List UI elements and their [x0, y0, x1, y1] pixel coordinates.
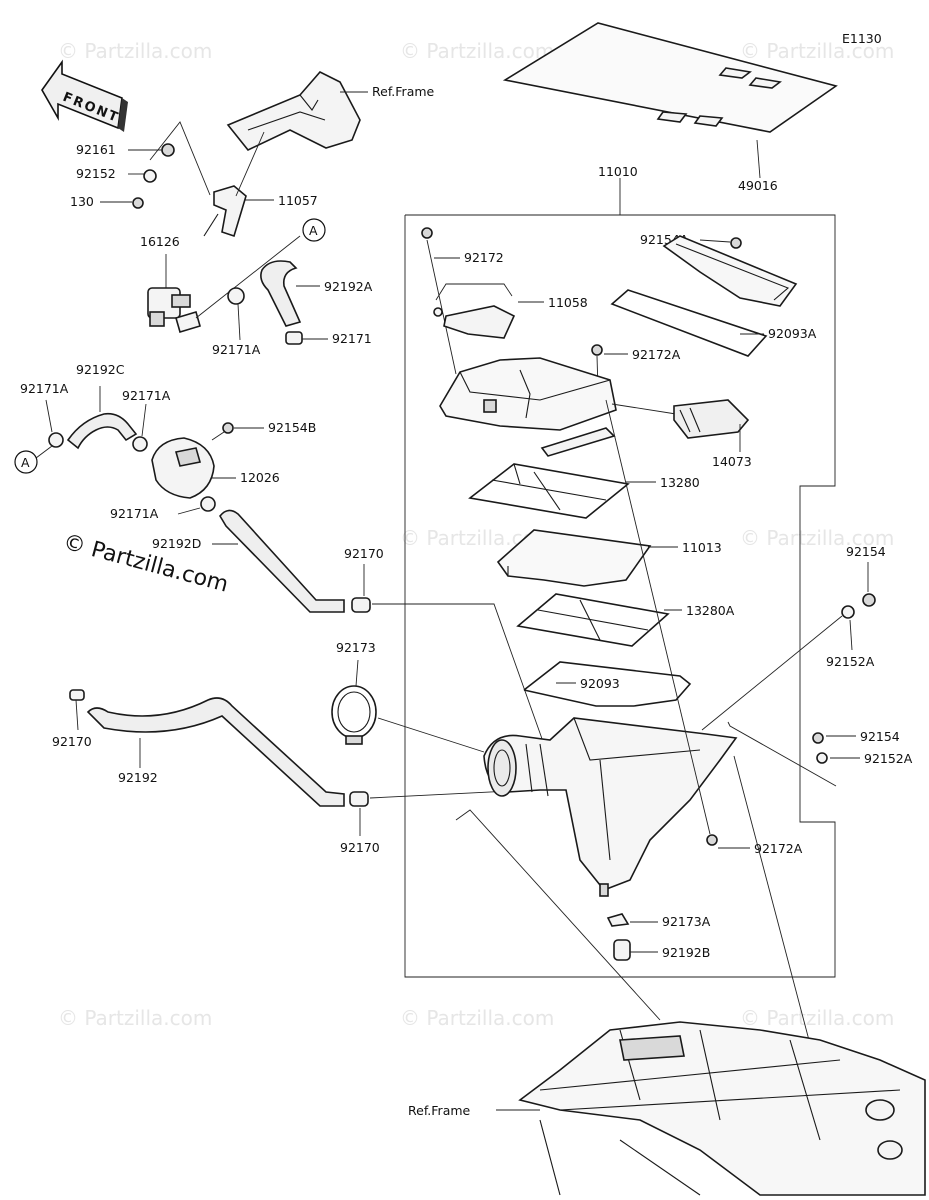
ref-frame-label-bottom: Ref.Frame — [408, 1103, 471, 1118]
airbox-body — [483, 717, 738, 897]
part-label-92154-2: 92154 — [860, 729, 900, 744]
part-label-11010: 11010 — [598, 164, 638, 179]
part-label-92172A-2: 92172A — [754, 841, 803, 856]
copyright-text: © Partzilla.com — [60, 530, 230, 598]
part-label-49016: 49016 — [738, 178, 778, 193]
part-label-92152A-1: 92152A — [826, 654, 875, 669]
part-label-92192C: 92192C — [76, 362, 125, 377]
part-label-92171A-2: 92171A — [20, 381, 69, 396]
diagram-code: E1130 — [842, 31, 882, 46]
part-label-92093: 92093 — [580, 676, 620, 691]
part-label-92152A-2: 92152A — [864, 751, 913, 766]
screw-92172A-lower: 92172A — [605, 399, 803, 856]
clamp-92170-upper: 92170 — [344, 546, 547, 751]
part-label-11057: 11057 — [278, 193, 318, 208]
part-label-16126: 16126 — [140, 234, 180, 249]
band-92173: 92173 — [331, 640, 485, 753]
ref-frame-top: Ref.Frame — [226, 71, 435, 151]
bolt-group-right: 92154 92152A 92154 92152A — [701, 544, 913, 787]
element-13280A: 13280A — [516, 593, 735, 647]
hose-92192A: 92192A — [260, 260, 373, 327]
part-label-92171A-3: 92171A — [122, 388, 171, 403]
bracket-11058: 92172 11058 — [421, 227, 588, 375]
hose-92192C: 92192C 92171A 92171A A — [14, 362, 171, 474]
part-label-92170-2: 92170 — [52, 734, 92, 749]
valve-16126: 16126 A — [140, 218, 326, 333]
part-label-14073: 14073 — [712, 454, 752, 469]
frame-leaders — [455, 755, 811, 1045]
ref-frame-label-top: Ref.Frame — [372, 84, 435, 99]
filter-11013: 11013 — [496, 529, 722, 587]
element-13280: 13280 — [468, 463, 700, 519]
part-label-92171A-4: 92171A — [110, 506, 159, 521]
air-filter-pad-49016: 49016 — [502, 22, 838, 193]
part-label-92154B: 92154B — [268, 420, 316, 435]
part-label-92192: 92192 — [118, 770, 158, 785]
part-label-11013: 11013 — [682, 540, 722, 555]
part-label-92171A-1: 92171A — [212, 342, 261, 357]
clamp-group-top: 92171A 92171 — [212, 287, 372, 357]
watermark: © Partzilla.com — [58, 39, 212, 63]
part-label-92173A: 92173A — [662, 914, 711, 929]
assembly-outline-11010: 11010 — [404, 164, 836, 978]
part-label-12026: 12026 — [240, 470, 280, 485]
gasket-92093A: 92093A — [610, 235, 817, 357]
part-label-130: 130 — [70, 194, 94, 209]
screw-92172A-upper: 92172A — [591, 344, 681, 391]
part-label-13280A: 13280A — [686, 603, 735, 618]
part-label-92161: 92161 — [76, 142, 116, 157]
bolt-hardware-group: 92161 92152 130 — [70, 121, 211, 209]
part-label-92192A: 92192A — [324, 279, 373, 294]
part-label-92173: 92173 — [336, 640, 376, 655]
duct-14073: 14073 — [673, 399, 752, 469]
part-label-92170-1: 92170 — [344, 546, 384, 561]
watermark: © Partzilla.com — [740, 526, 894, 550]
part-label-13280: 13280 — [660, 475, 700, 490]
seal-92093: 92093 — [523, 661, 692, 707]
circle-label-a-left: A — [21, 455, 30, 470]
hose-92192: 92170 92192 92170 — [52, 689, 531, 855]
airbox-cover — [439, 357, 677, 431]
part-label-92172: 92172 — [464, 250, 504, 265]
part-label-92192B: 92192B — [662, 945, 710, 960]
watermark: © Partzilla.com — [400, 39, 554, 63]
circle-label-a-top: A — [309, 223, 318, 238]
part-label-92170-3: 92170 — [340, 840, 380, 855]
part-label-11058: 11058 — [548, 295, 588, 310]
hose-92192D: 92171A 92192D — [110, 496, 345, 613]
part-label-92093A: 92093A — [768, 326, 817, 341]
part-label-92192D: 92192D — [152, 536, 201, 551]
watermark: © Partzilla.com — [740, 1006, 894, 1030]
clamp-92173A: 92173A — [606, 913, 711, 929]
part-label-92154-1: 92154 — [846, 544, 886, 559]
watermark: © Partzilla.com — [740, 39, 894, 63]
watermark: © Partzilla.com — [58, 1006, 212, 1030]
bracket-strip — [540, 427, 616, 457]
valve-12026: 92154B 12026 — [151, 420, 316, 499]
front-arrow: FRONT — [41, 59, 128, 132]
watermarks: © Partzilla.com © Partzilla.com © Partzi… — [58, 39, 894, 1030]
part-label-92171: 92171 — [332, 331, 372, 346]
watermark: © Partzilla.com — [400, 1006, 554, 1030]
part-label-92172A-1: 92172A — [632, 347, 681, 362]
part-label-92152: 92152 — [76, 166, 116, 181]
hose-92192B: 92192B — [613, 939, 710, 961]
bracket-11057: 11057 — [203, 131, 318, 238]
ref-frame-bottom: Ref.Frame — [408, 1021, 926, 1196]
